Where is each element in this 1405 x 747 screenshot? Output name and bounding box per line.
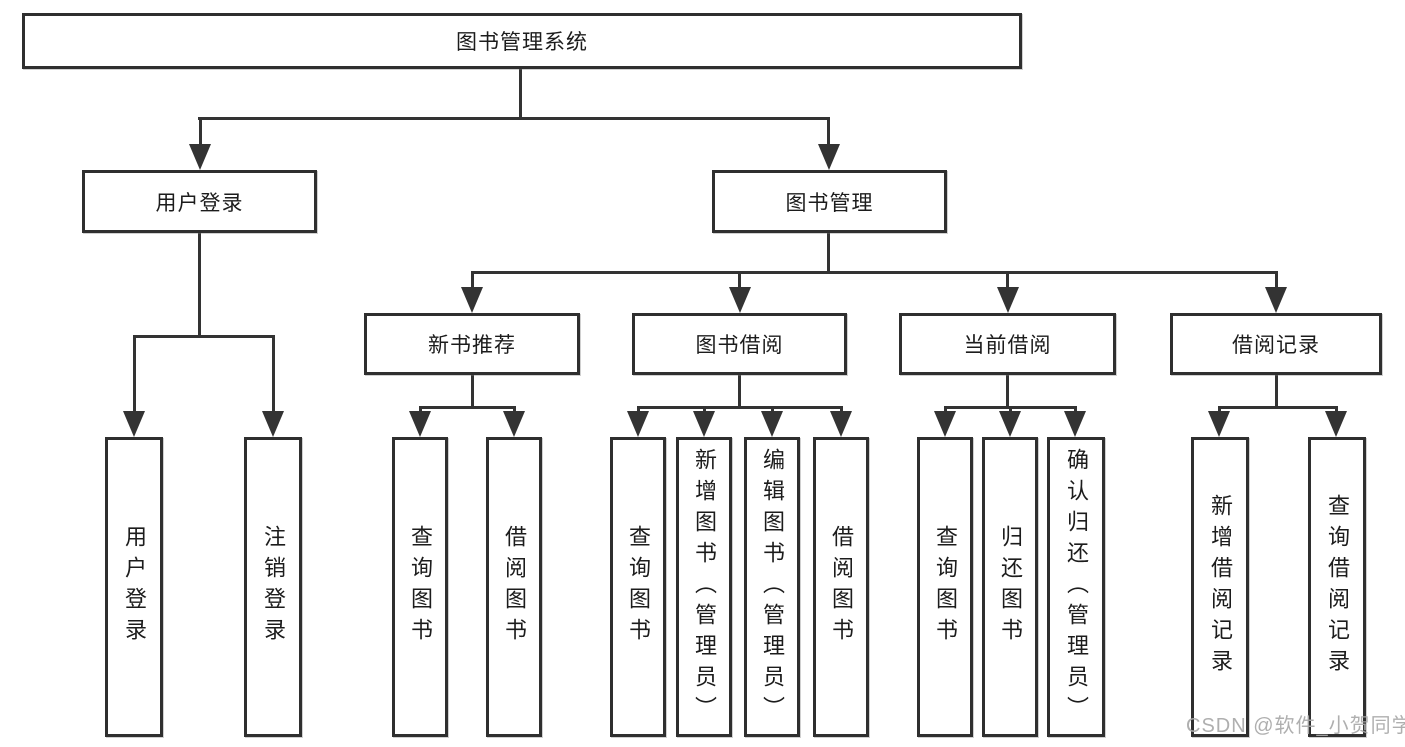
down-arrow <box>409 407 431 437</box>
down-arrow <box>728 272 751 313</box>
node-new-book-recommend: 新书推荐 <box>364 313 580 375</box>
leaf-edit-books-admin: 编辑图书（管理员） <box>744 437 800 737</box>
leaf-borrow-books-recommend: 借阅图书 <box>486 437 542 737</box>
down-arrow <box>1325 407 1347 437</box>
connector-root-stub <box>519 69 522 119</box>
connector-new-book-branch <box>418 406 516 409</box>
down-arrow <box>999 407 1021 437</box>
connector-book-mgmt-stub <box>827 233 830 274</box>
leaf-borrow-books: 借阅图书 <box>813 437 869 737</box>
down-arrow <box>693 407 715 437</box>
csdn-watermark: CSDN @软件_小贺同学 <box>1186 715 1405 737</box>
leaf-query-books-recommend: 查询图书 <box>392 437 448 737</box>
leaf-user-login: 用户登录 <box>105 437 163 737</box>
node-user-login: 用户登录 <box>82 170 317 233</box>
down-arrow <box>1208 407 1230 437</box>
down-arrow <box>123 335 145 437</box>
down-arrow <box>1265 272 1287 313</box>
connector-borrow-records-stub <box>1274 375 1278 408</box>
down-arrow <box>761 407 783 437</box>
leaf-add-borrow-record: 新增借阅记录 <box>1191 437 1249 737</box>
leaf-logout: 注销登录 <box>244 437 302 737</box>
down-arrow <box>830 407 852 437</box>
connector-book-borrow-branch <box>636 406 843 409</box>
down-arrow <box>461 272 483 313</box>
node-borrow-records: 借阅记录 <box>1170 313 1382 375</box>
connector-book-mgmt-branch <box>470 271 1278 274</box>
connector-book-borrow-stub <box>738 375 741 408</box>
down-arrow <box>503 407 525 437</box>
connector-user-login-stub <box>198 233 201 337</box>
leaf-add-books-admin: 新增图书（管理员） <box>676 437 732 737</box>
down-arrow <box>996 272 1019 313</box>
connector-user-login-branch <box>133 335 275 338</box>
leaf-query-borrow-record: 查询借阅记录 <box>1308 437 1366 737</box>
leaf-query-books-current: 查询图书 <box>917 437 973 737</box>
node-book-management: 图书管理 <box>712 170 947 233</box>
down-arrow <box>1064 407 1086 437</box>
node-book-borrow: 图书借阅 <box>632 313 847 375</box>
down-arrow <box>189 118 211 170</box>
connector-new-book-stub <box>470 375 474 408</box>
connector-root-branch <box>198 117 830 120</box>
node-current-borrow: 当前借阅 <box>899 313 1116 375</box>
leaf-return-books: 归还图书 <box>982 437 1038 737</box>
connector-borrow-records-branch <box>1217 406 1338 409</box>
leaf-query-books-borrow: 查询图书 <box>610 437 666 737</box>
connector-current-borrow-stub <box>1006 375 1009 408</box>
down-arrow <box>817 118 840 170</box>
down-arrow <box>262 335 284 437</box>
down-arrow <box>627 407 649 437</box>
down-arrow <box>934 407 956 437</box>
node-library-management-system: 图书管理系统 <box>22 13 1022 69</box>
leaf-confirm-return-admin: 确认归还（管理员） <box>1047 437 1105 737</box>
